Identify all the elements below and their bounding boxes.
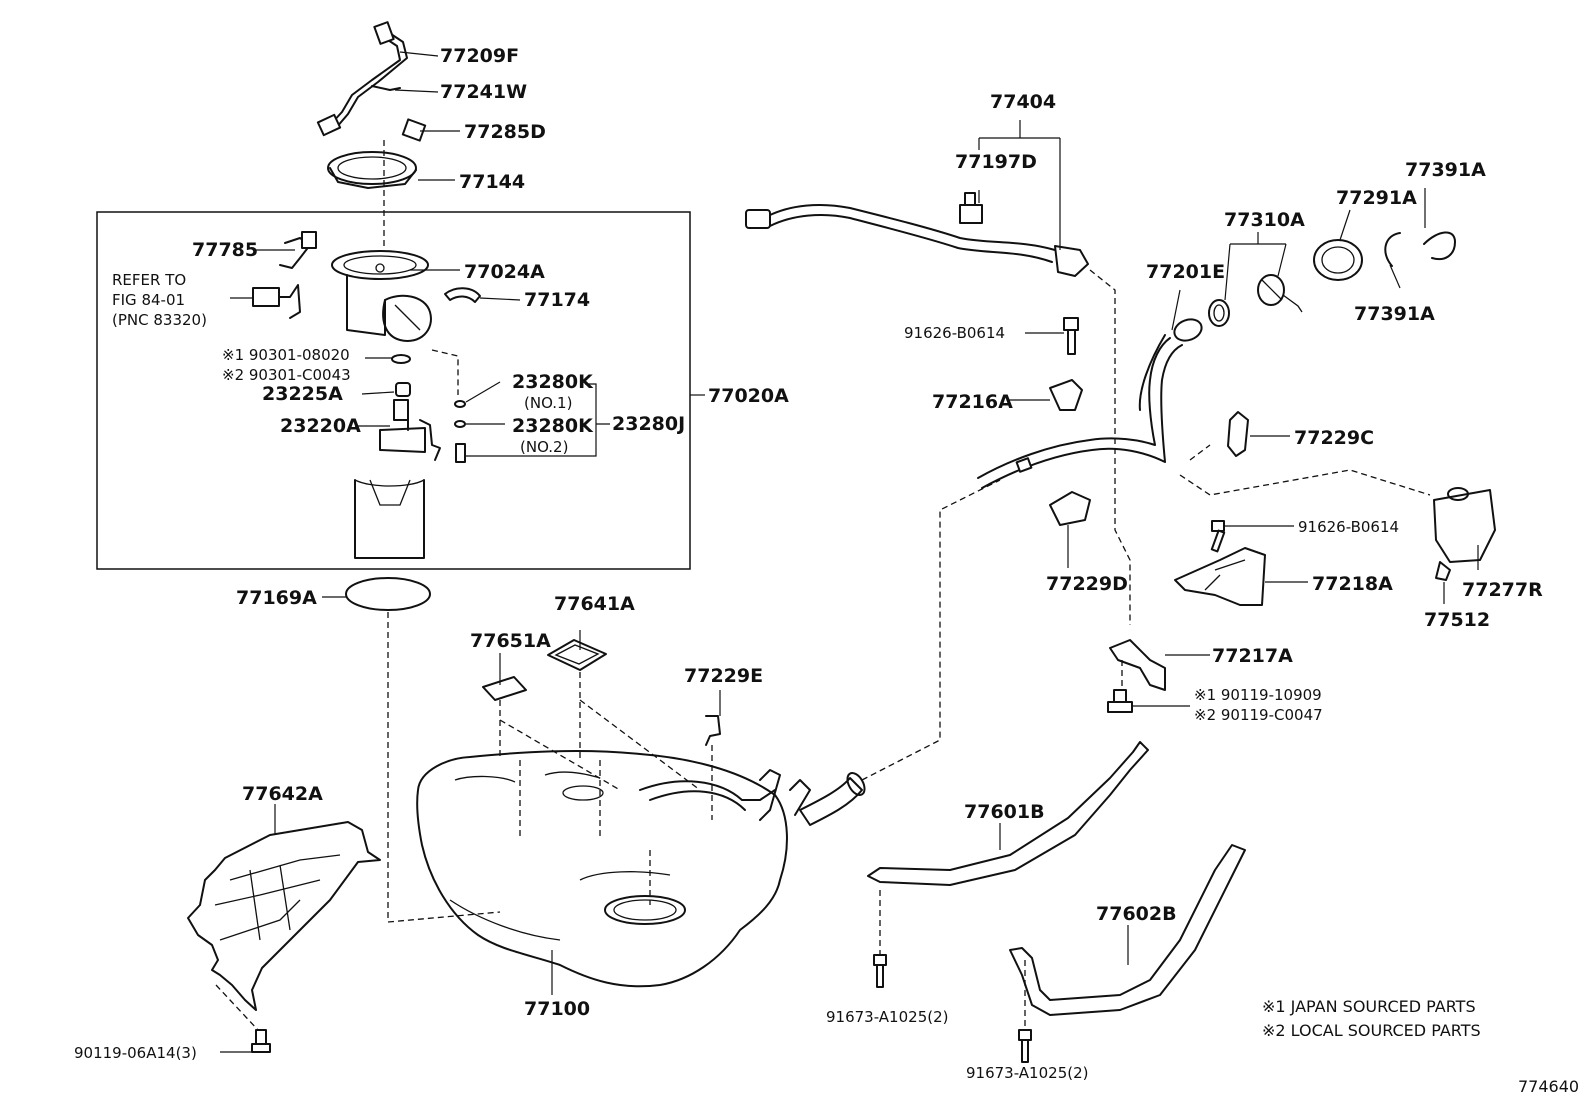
label-90119-C0047[interactable]: ※2 90119-C0047 (1194, 706, 1323, 724)
tank-pad-77651A-drawing (482, 676, 527, 701)
bolt-91626-B0614-drawing (1210, 520, 1226, 553)
label-77201E[interactable]: 77201E (1146, 261, 1225, 283)
label-77651A[interactable]: 77651A (470, 630, 551, 652)
label-77100[interactable]: 77100 (524, 998, 590, 1020)
label-77285D[interactable]: 77285D (464, 121, 546, 143)
label-77785[interactable]: 77785 (192, 239, 258, 261)
label-77024A[interactable]: 77024A (464, 261, 545, 283)
tank-band-77602B-drawing (1009, 844, 1246, 1016)
breather-hose-77404-drawing (745, 204, 1089, 277)
filter-23280K-drawing (454, 400, 466, 463)
leader-lines (220, 51, 1479, 1053)
clip-77197D-drawing (959, 192, 983, 224)
label-77641A[interactable]: 77641A (554, 593, 635, 615)
label-77174[interactable]: 77174 (524, 289, 590, 311)
label-23280J[interactable]: 23280J (612, 413, 685, 435)
clip-77229C-drawing (1227, 411, 1249, 457)
harness-77785-drawing (279, 231, 317, 269)
fuel-suction-filter-drawing (354, 479, 425, 559)
label-no2: (NO.2) (520, 438, 568, 456)
clip-77241W-drawing (371, 85, 401, 91)
clip-77285D-drawing (401, 118, 427, 142)
clamp-77174-drawing (444, 287, 481, 303)
fuel-sender-wire-drawing (316, 21, 408, 137)
fuel-tank-drawing (416, 749, 866, 988)
label-90119-10909[interactable]: ※1 90119-10909 (1194, 686, 1322, 704)
bolt-91673-left-drawing (873, 954, 887, 988)
label-77216A[interactable]: 77216A (932, 391, 1013, 413)
note-local-sourced: ※2 LOCAL SOURCED PARTS (1262, 1021, 1481, 1040)
fuel-pump-assembly-frame (96, 211, 691, 570)
note-japan-sourced: ※1 JAPAN SOURCED PARTS (1262, 997, 1476, 1016)
label-77229D[interactable]: 77229D (1046, 573, 1128, 595)
label-23280K-no1[interactable]: 23280K (512, 371, 594, 393)
tank-pad-77641A-drawing (547, 639, 607, 671)
bolt-91673-right-drawing (1018, 1029, 1032, 1063)
label-90301-08020[interactable]: ※1 90301-08020 (222, 346, 350, 364)
label-77218A[interactable]: 77218A (1312, 573, 1393, 595)
label-77642A[interactable]: 77642A (242, 783, 323, 805)
label-77209F[interactable]: 77209F (440, 45, 519, 67)
label-77291A[interactable]: 77291A (1336, 187, 1417, 209)
label-77144[interactable]: 77144 (459, 171, 525, 193)
label-77601B[interactable]: 77601B (964, 801, 1045, 823)
label-77512[interactable]: 77512 (1424, 609, 1490, 631)
label-91626-B0614-b[interactable]: 91626-B0614 (1298, 518, 1399, 536)
fuel-cap-77310A-drawing (1257, 274, 1303, 313)
bracket-77217A-drawing (1109, 639, 1166, 691)
label-no1: (NO.1) (524, 394, 572, 412)
retainer-ring-77144-drawing (327, 151, 417, 189)
label-91673-A1025-right[interactable]: 91673-A1025(2) (966, 1064, 1088, 1082)
filler-pipe-77201E-drawing (977, 318, 1203, 489)
bracket-77216A-drawing (1049, 379, 1083, 411)
label-90119-06A14[interactable]: 90119-06A14(3) (74, 1044, 197, 1062)
part-labels: 77209F 77241W 77285D 77144 77785 77024A … (74, 45, 1579, 1096)
protector-77218A-drawing (1174, 547, 1266, 606)
label-77020A[interactable]: 77020A (708, 385, 789, 407)
clip-77229E-drawing (705, 715, 721, 746)
tank-band-77601B-drawing (867, 741, 1149, 886)
grommet-drawing (1208, 299, 1230, 327)
label-23225A[interactable]: 23225A (262, 383, 343, 405)
bolt-91626-drawing (1063, 317, 1079, 355)
cushion-23225A-drawing (395, 382, 411, 397)
refer-note-line3: (PNC 83320) (112, 311, 207, 329)
clip-77512-drawing (1435, 561, 1451, 581)
label-77229E[interactable]: 77229E (684, 665, 763, 687)
o-ring-drawing (391, 354, 411, 364)
refer-note-line2: FIG 84-01 (112, 291, 185, 309)
label-77217A[interactable]: 77217A (1212, 645, 1293, 667)
label-77391A-bottom[interactable]: 77391A (1354, 303, 1435, 325)
bolt-90119-06A14-drawing (251, 1029, 271, 1053)
label-77229C[interactable]: 77229C (1294, 427, 1374, 449)
canister-77277R-drawing (1433, 487, 1496, 563)
label-23280K-no2[interactable]: 23280K (512, 415, 594, 437)
label-77277R[interactable]: 77277R (1462, 579, 1543, 601)
clip-77229D-drawing (1049, 491, 1091, 526)
label-77391A-top[interactable]: 77391A (1405, 159, 1486, 181)
gasket-77169A-drawing (345, 577, 431, 611)
label-77197D[interactable]: 77197D (955, 151, 1037, 173)
label-77404[interactable]: 77404 (990, 91, 1056, 113)
fuel-pump-bracket-drawing (331, 250, 432, 342)
pressure-regulator-drawing (252, 284, 301, 319)
refer-note-line1: REFER TO (112, 271, 186, 289)
ring-77291A-drawing (1313, 239, 1363, 281)
label-77241W[interactable]: 77241W (440, 81, 527, 103)
fuel-pump-23220A-drawing (379, 399, 441, 461)
label-77169A[interactable]: 77169A (236, 587, 317, 609)
label-91626-B0614-a[interactable]: 91626-B0614 (904, 324, 1005, 342)
label-23220A[interactable]: 23220A (280, 415, 361, 437)
label-77310A[interactable]: 77310A (1224, 209, 1305, 231)
tank-protector-77642A-drawing (187, 821, 381, 1011)
ring-77391A-drawing (1384, 231, 1456, 267)
label-90301-C0043[interactable]: ※2 90301-C0043 (222, 366, 351, 384)
label-91673-A1025-left[interactable]: 91673-A1025(2) (826, 1008, 948, 1026)
bolt-90119-10909-drawing (1107, 689, 1133, 713)
label-77602B[interactable]: 77602B (1096, 903, 1177, 925)
figure-number: 774640 (1518, 1077, 1579, 1096)
